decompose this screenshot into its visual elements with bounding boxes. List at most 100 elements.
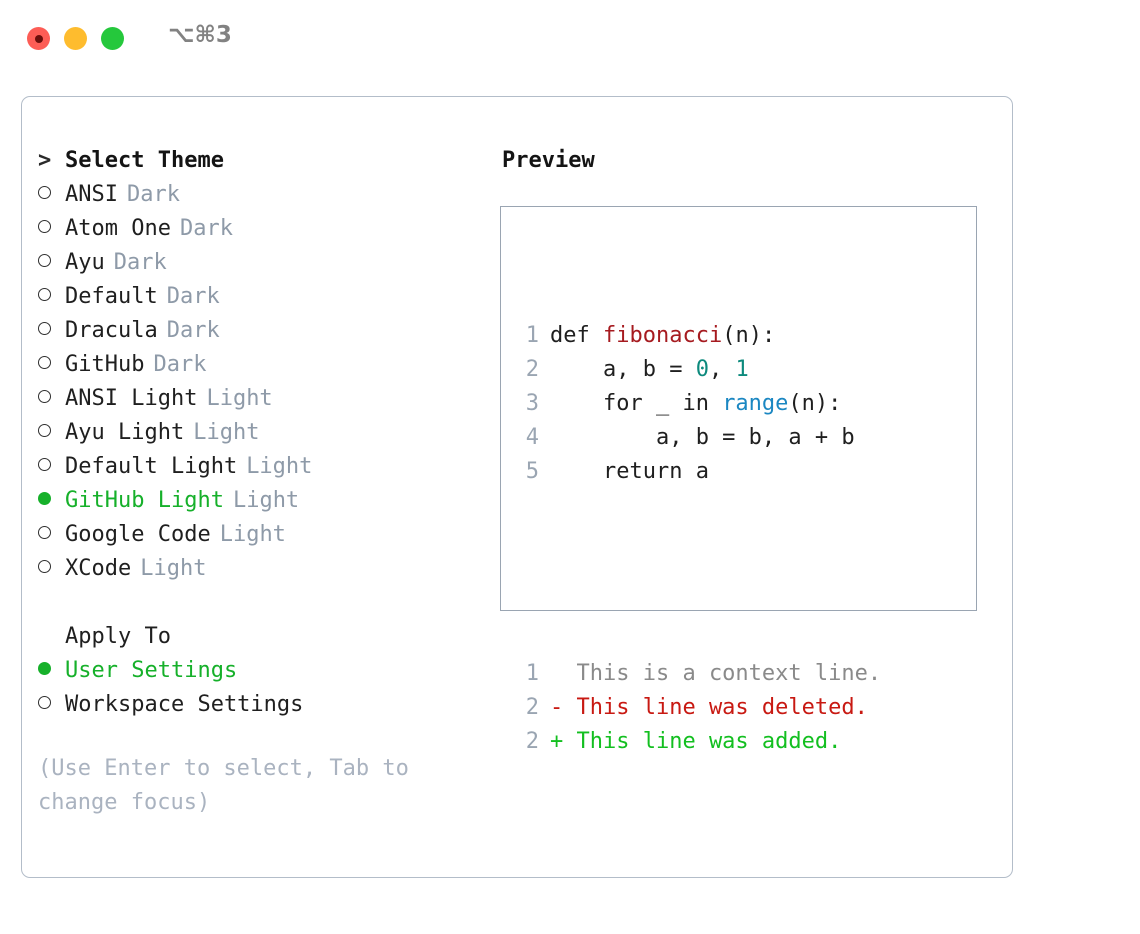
diff-line-number: 1 <box>525 661 539 686</box>
radio-unselected-icon <box>38 318 65 340</box>
radio-unselected-icon <box>38 352 65 374</box>
radio-dot <box>38 458 51 471</box>
radio-unselected-icon <box>38 692 65 714</box>
diff-line: 2+ This line was added. <box>515 725 881 759</box>
close-window-button[interactable] <box>27 27 50 50</box>
theme-option-label: GitHub Light <box>65 488 224 513</box>
code-token: (n): <box>722 323 776 348</box>
code-token: fibonacci <box>602 323 723 348</box>
theme-option-tag: Light <box>232 488 300 513</box>
maximize-window-button[interactable] <box>101 27 124 50</box>
theme-option-github[interactable]: GitHub Dark <box>38 352 488 386</box>
code-line: 3 for _ in range(n): <box>515 387 881 421</box>
radio-dot <box>38 526 51 539</box>
theme-option-label: GitHub <box>65 352 145 377</box>
list-spacer <box>38 590 488 624</box>
code-line: 5 return a <box>515 455 881 489</box>
code-token: , <box>708 357 736 382</box>
radio-selected-icon <box>38 488 65 510</box>
diff-line-text: This is a context line. <box>550 661 882 686</box>
apply-to-option-label: User Settings <box>65 658 238 683</box>
code-token: (n): <box>788 391 842 416</box>
theme-option-tag: Dark <box>153 352 207 377</box>
theme-option-label: ANSI Light <box>65 386 198 411</box>
radio-dot <box>38 662 51 675</box>
theme-option-tag: Dark <box>166 284 220 309</box>
diff-line-text: - This line was deleted. <box>550 695 868 720</box>
theme-picker-title: Select Theme <box>65 148 224 173</box>
theme-option-label: Ayu <box>65 250 105 275</box>
code-line-text: for _ in range(n): <box>550 387 841 421</box>
radio-unselected-icon <box>38 556 65 578</box>
code-line-text: def fibonacci(n): <box>550 319 775 353</box>
keyboard-hint: (Use Enter to select, Tab to change focu… <box>38 756 409 815</box>
radio-dot <box>38 254 51 267</box>
code-line-number: 4 <box>525 425 539 450</box>
apply-to-option-user-settings[interactable]: User Settings <box>38 658 488 692</box>
theme-option-tag: Dark <box>179 216 233 241</box>
radio-unselected-icon <box>38 454 65 476</box>
radio-unselected-icon <box>38 522 65 544</box>
apply-to-header: Apply To <box>38 624 488 658</box>
diff-line-text: + This line was added. <box>550 729 842 754</box>
theme-option-label: Default <box>65 284 158 309</box>
theme-option-tag: Light <box>140 556 207 581</box>
apply-to-option-workspace-settings[interactable]: Workspace Settings <box>38 692 488 726</box>
radio-unselected-icon <box>38 182 65 204</box>
code-token: 0 <box>695 357 709 382</box>
code-token: return a <box>550 459 709 484</box>
diff-line: 2 - This line was deleted. <box>515 691 881 725</box>
caret-icon: > <box>38 148 52 173</box>
code-diff-gap <box>515 557 881 589</box>
keyboard-shortcut-label: ⌥⌘3 <box>168 22 232 48</box>
code-line-number: 3 <box>525 391 539 416</box>
theme-option-tag: Dark <box>113 250 167 275</box>
theme-option-ayu[interactable]: Ayu Dark <box>38 250 488 284</box>
radio-dot <box>38 322 51 335</box>
theme-option-ansi-light[interactable]: ANSI Light Light <box>38 386 488 420</box>
minimize-window-button[interactable] <box>64 27 87 50</box>
theme-option-label: Dracula <box>65 318 158 343</box>
code-line: 2 a, b = 0, 1 <box>515 353 881 387</box>
theme-option-label: Default Light <box>65 454 238 479</box>
radio-dot <box>38 492 51 505</box>
theme-option-label: ANSI <box>65 182 118 207</box>
apply-to-label: Apply To <box>65 624 171 649</box>
code-token: def <box>550 323 603 348</box>
theme-option-tag: Dark <box>126 182 180 207</box>
apply-to-option-label: Workspace Settings <box>65 692 304 717</box>
diff-line-number: 2 <box>525 695 539 720</box>
code-line-text: return a <box>550 455 709 489</box>
preview-title: Preview <box>502 148 595 173</box>
theme-option-ansi[interactable]: ANSI Dark <box>38 182 488 216</box>
code-line-text: a, b = b, a + b <box>550 421 855 455</box>
theme-option-default[interactable]: Default Dark <box>38 284 488 318</box>
diff-sample: 1 This is a context line. 2 - This line wa… <box>515 657 881 759</box>
code-token: for _ in <box>550 391 723 416</box>
diff-line: 1 This is a context line. <box>515 657 881 691</box>
code-line-text: a, b = 0, 1 <box>550 353 749 387</box>
radio-unselected-icon <box>38 420 65 442</box>
radio-dot <box>38 390 51 403</box>
theme-option-label: Atom One <box>65 216 171 241</box>
theme-option-label: Ayu Light <box>65 420 185 445</box>
radio-unselected-icon <box>38 284 65 306</box>
radio-dot <box>38 424 51 437</box>
radio-dot <box>38 560 51 573</box>
title-bar: ⌥⌘3 <box>0 0 1140 78</box>
code-token: a, b = b, a + b <box>550 425 855 450</box>
theme-option-atom-one[interactable]: Atom One Dark <box>38 216 488 250</box>
radio-dot <box>38 696 51 709</box>
code-line-number: 5 <box>525 459 539 484</box>
theme-option-tag: Light <box>206 386 273 411</box>
theme-option-github-light[interactable]: GitHub Light Light <box>38 488 488 522</box>
